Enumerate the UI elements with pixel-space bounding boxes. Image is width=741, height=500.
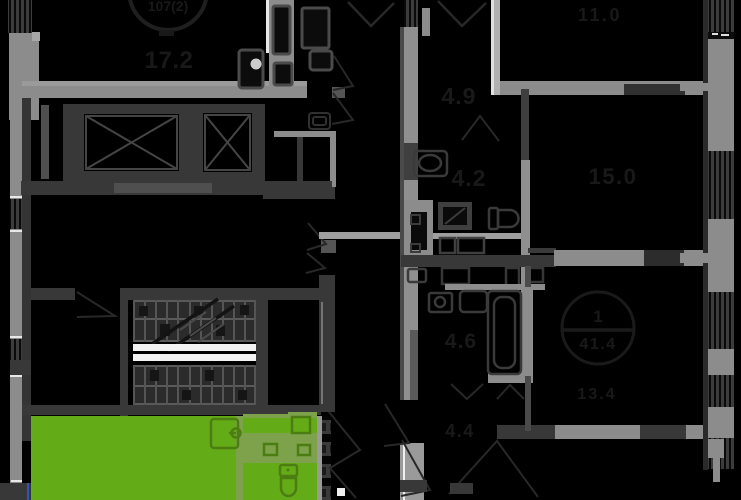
svg-text:17.2: 17.2 (145, 47, 194, 74)
svg-text:107(2): 107(2) (148, 0, 188, 14)
svg-text:1: 1 (593, 307, 602, 326)
svg-text:13.4: 13.4 (577, 386, 616, 403)
svg-text:15.0: 15.0 (589, 164, 638, 189)
svg-text:41.4: 41.4 (579, 336, 616, 353)
svg-text:4.4: 4.4 (445, 421, 475, 441)
svg-text:4.2: 4.2 (452, 165, 487, 191)
svg-text:11.0: 11.0 (578, 5, 622, 25)
svg-text:4.6: 4.6 (445, 330, 477, 353)
svg-text:4.9: 4.9 (442, 83, 477, 109)
